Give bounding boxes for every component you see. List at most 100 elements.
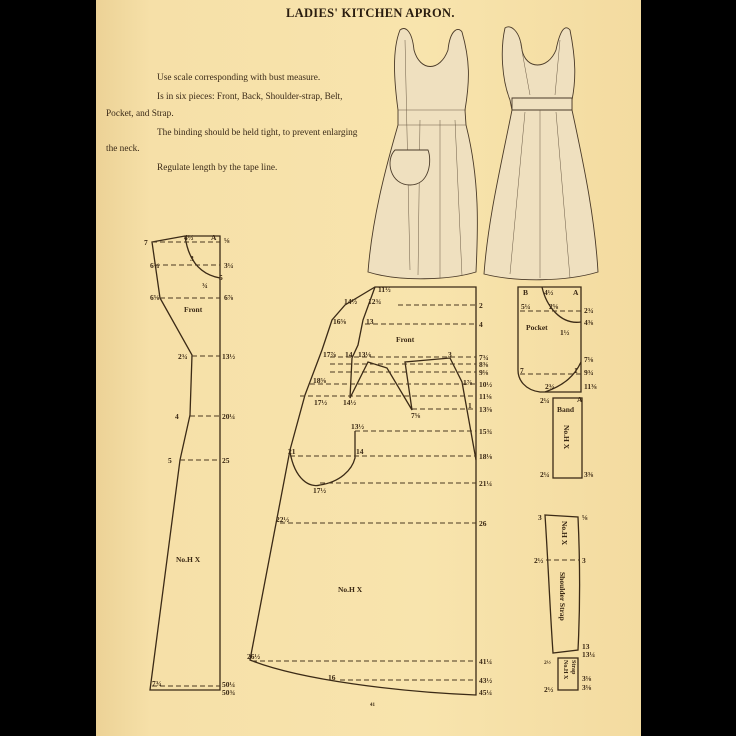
label: 9¾ <box>584 368 594 377</box>
label: 3 <box>582 556 586 565</box>
label: 6⅞ <box>224 293 234 302</box>
page-title: LADIES' KITCHEN APRON. <box>286 6 455 20</box>
apron-illustration-back <box>483 26 599 281</box>
label: 13¼ <box>582 650 596 659</box>
label: 14½ <box>343 398 357 407</box>
label: 2 <box>479 301 483 310</box>
instruction-4: Regulate length by the tape line. <box>157 163 278 174</box>
label: ⅝ <box>582 513 588 522</box>
label: 17½ <box>313 486 327 495</box>
label: 21 <box>288 447 296 456</box>
label: 43½ <box>479 676 493 685</box>
label: 4½ <box>184 233 194 242</box>
label: 13⅛ <box>358 350 372 359</box>
label: 9⅛ <box>479 368 489 377</box>
label: 26 <box>479 519 487 528</box>
strap-piece: 2½ 3⅛ 2½ 3⅛ Strap No.H X <box>544 657 592 694</box>
label: A <box>211 233 217 242</box>
label: 1½ <box>560 328 570 337</box>
label: 17⅞ <box>323 350 337 359</box>
label: 2¼ <box>540 470 550 479</box>
label: 5 <box>168 456 172 465</box>
label: 7 <box>520 366 524 375</box>
label: 2¾ <box>178 352 188 361</box>
label: 13⅝ <box>479 405 493 414</box>
label: 3⅛ <box>582 683 592 692</box>
label: 50¾ <box>222 688 236 697</box>
label: 2½ <box>534 556 544 565</box>
label: 22½ <box>276 515 290 524</box>
label: 16⅝ <box>333 317 347 326</box>
label: 3 <box>448 350 452 359</box>
label: 5¼ <box>521 302 531 311</box>
label: 7 <box>144 238 148 247</box>
label: 13½ <box>351 422 365 431</box>
label: 1⅞ <box>463 378 473 387</box>
label: 6¼ <box>150 261 160 270</box>
shoulder-strap-piece: 3 ⅝ 2½ 3 13 13¼ No.H X Shoulder Strap <box>534 513 596 659</box>
label: 4⅜ <box>584 318 594 327</box>
label: 2⅝ <box>549 302 559 311</box>
piece-mark: No.H X <box>560 521 569 546</box>
label: 11½ <box>378 285 391 294</box>
label: 41¼ <box>479 657 493 666</box>
label: 50¼ <box>222 680 236 689</box>
label: 18⅝ <box>313 376 327 385</box>
piece-mark: No.H X <box>562 660 568 680</box>
label: 7¾ <box>152 679 162 688</box>
label: 10½ <box>479 380 493 389</box>
instructions: Use scale corresponding with bust measur… <box>106 70 368 180</box>
apron-illustration-front <box>367 28 478 280</box>
label: 15¾ <box>479 427 493 436</box>
page-number: 41 <box>370 703 376 708</box>
label: 1 <box>468 401 472 410</box>
label: 3 <box>538 513 542 522</box>
label: 4 <box>175 412 179 421</box>
band-piece: 2¼ A 2¼ 3⅜ Band No.H X <box>540 395 594 479</box>
bodice-front-piece: 7 4½ A ⅝ 6¼ 3 3¼ 5 ¾ 6⅝ 6⅞ Front 2¾ 13½ … <box>144 233 236 697</box>
skirt-front-piece: 11½ 14½ 12¾ 16⅝ 1 3 17⅞ 14 13⅛ 18⅝ 17½ 14… <box>247 285 493 708</box>
label: ¾ <box>202 281 208 290</box>
label: 6⅝ <box>150 293 160 302</box>
instruction-1: Use scale corresponding with bust measur… <box>157 73 321 83</box>
label: 2¾ <box>545 382 555 391</box>
label: 3¼ <box>224 261 234 270</box>
piece-name: Strap <box>570 660 576 675</box>
piece-name: Pocket <box>526 323 548 332</box>
label: 17½ <box>314 398 328 407</box>
pocket-piece: B 4½ A 5¼ 2⅝ 2¾ 4⅜ 1½ 7⅛ 7 1 9¾ 2¾ 11⅜ P… <box>517 286 597 393</box>
piece-name: Shoulder Strap <box>558 572 567 621</box>
label: 21¼ <box>479 479 493 488</box>
piece-mark: No.H X <box>562 425 571 450</box>
label: 7⅛ <box>584 355 594 364</box>
label: 20¼ <box>222 412 236 421</box>
label: A <box>573 288 579 297</box>
label: 5 <box>219 273 223 282</box>
piece-name: Band <box>557 405 575 414</box>
label: 14½ <box>344 297 358 306</box>
label: 14 <box>345 350 353 359</box>
piece-name: Front <box>184 305 203 314</box>
label: 4½ <box>544 288 554 297</box>
piece-mark: No.H X <box>176 555 201 564</box>
label: B <box>523 288 528 297</box>
label: 2¼ <box>540 396 550 405</box>
label: 7¾ <box>479 353 489 362</box>
label: 1 <box>574 366 578 375</box>
label: 2¾ <box>584 306 594 315</box>
label: 45¼ <box>479 688 493 697</box>
label: 12¾ <box>368 297 382 306</box>
label: 4 <box>479 320 483 329</box>
label: 18⅛ <box>479 452 493 461</box>
instruction-3: The binding should be held tight, to pre… <box>106 127 358 155</box>
label: 14 <box>356 447 364 456</box>
label: 8⅜ <box>479 360 489 369</box>
instruction-2: Is in six pieces: Front, Back, Shoulder-… <box>106 92 343 119</box>
label: 16 <box>328 673 336 682</box>
label: 13½ <box>222 352 236 361</box>
label: 11⅜ <box>584 382 597 391</box>
label: 3 <box>190 254 194 263</box>
piece-mark: No.H X <box>338 585 363 594</box>
label: 13 <box>582 642 590 651</box>
